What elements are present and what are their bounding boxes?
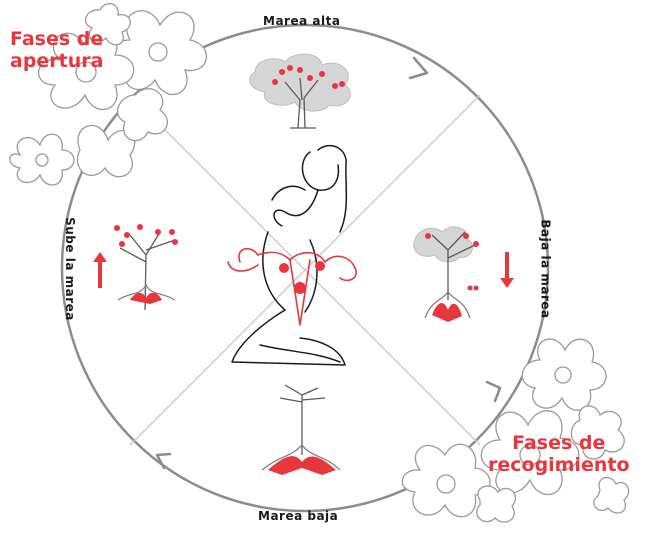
flowers-bottom-right-icon [402, 339, 628, 522]
tree-rising-icon [114, 224, 178, 310]
label-rising-tide: Sube la marea [63, 217, 77, 321]
kneeling-woman-icon [232, 146, 346, 365]
label-ebbing-tide: Baja la marea [539, 219, 553, 318]
phase-opening-line1: Fases de [10, 28, 103, 50]
tree-low-tide-icon [262, 385, 340, 475]
arrow-down-icon [500, 252, 514, 288]
phase-gathering: Fases de recogimiento [488, 432, 630, 476]
chevron-top-right-icon [410, 58, 427, 78]
phase-opening-line2: apertura [10, 50, 103, 72]
arrow-up-icon [93, 252, 107, 288]
phase-opening: Fases de apertura [10, 28, 103, 72]
quadrant-dividers [130, 95, 480, 445]
uterus-icon [228, 249, 356, 325]
tree-ebbing-icon [414, 227, 479, 322]
chevron-bottom-left-icon [157, 454, 170, 468]
phase-gathering-line1: Fases de [488, 432, 630, 454]
label-low-tide: Marea baja [258, 509, 338, 523]
tree-high-tide-icon [250, 54, 351, 128]
label-high-tide: Marea alta [263, 14, 340, 28]
phase-gathering-line2: recogimiento [488, 454, 630, 476]
chevron-bottom-right-icon [487, 382, 500, 401]
